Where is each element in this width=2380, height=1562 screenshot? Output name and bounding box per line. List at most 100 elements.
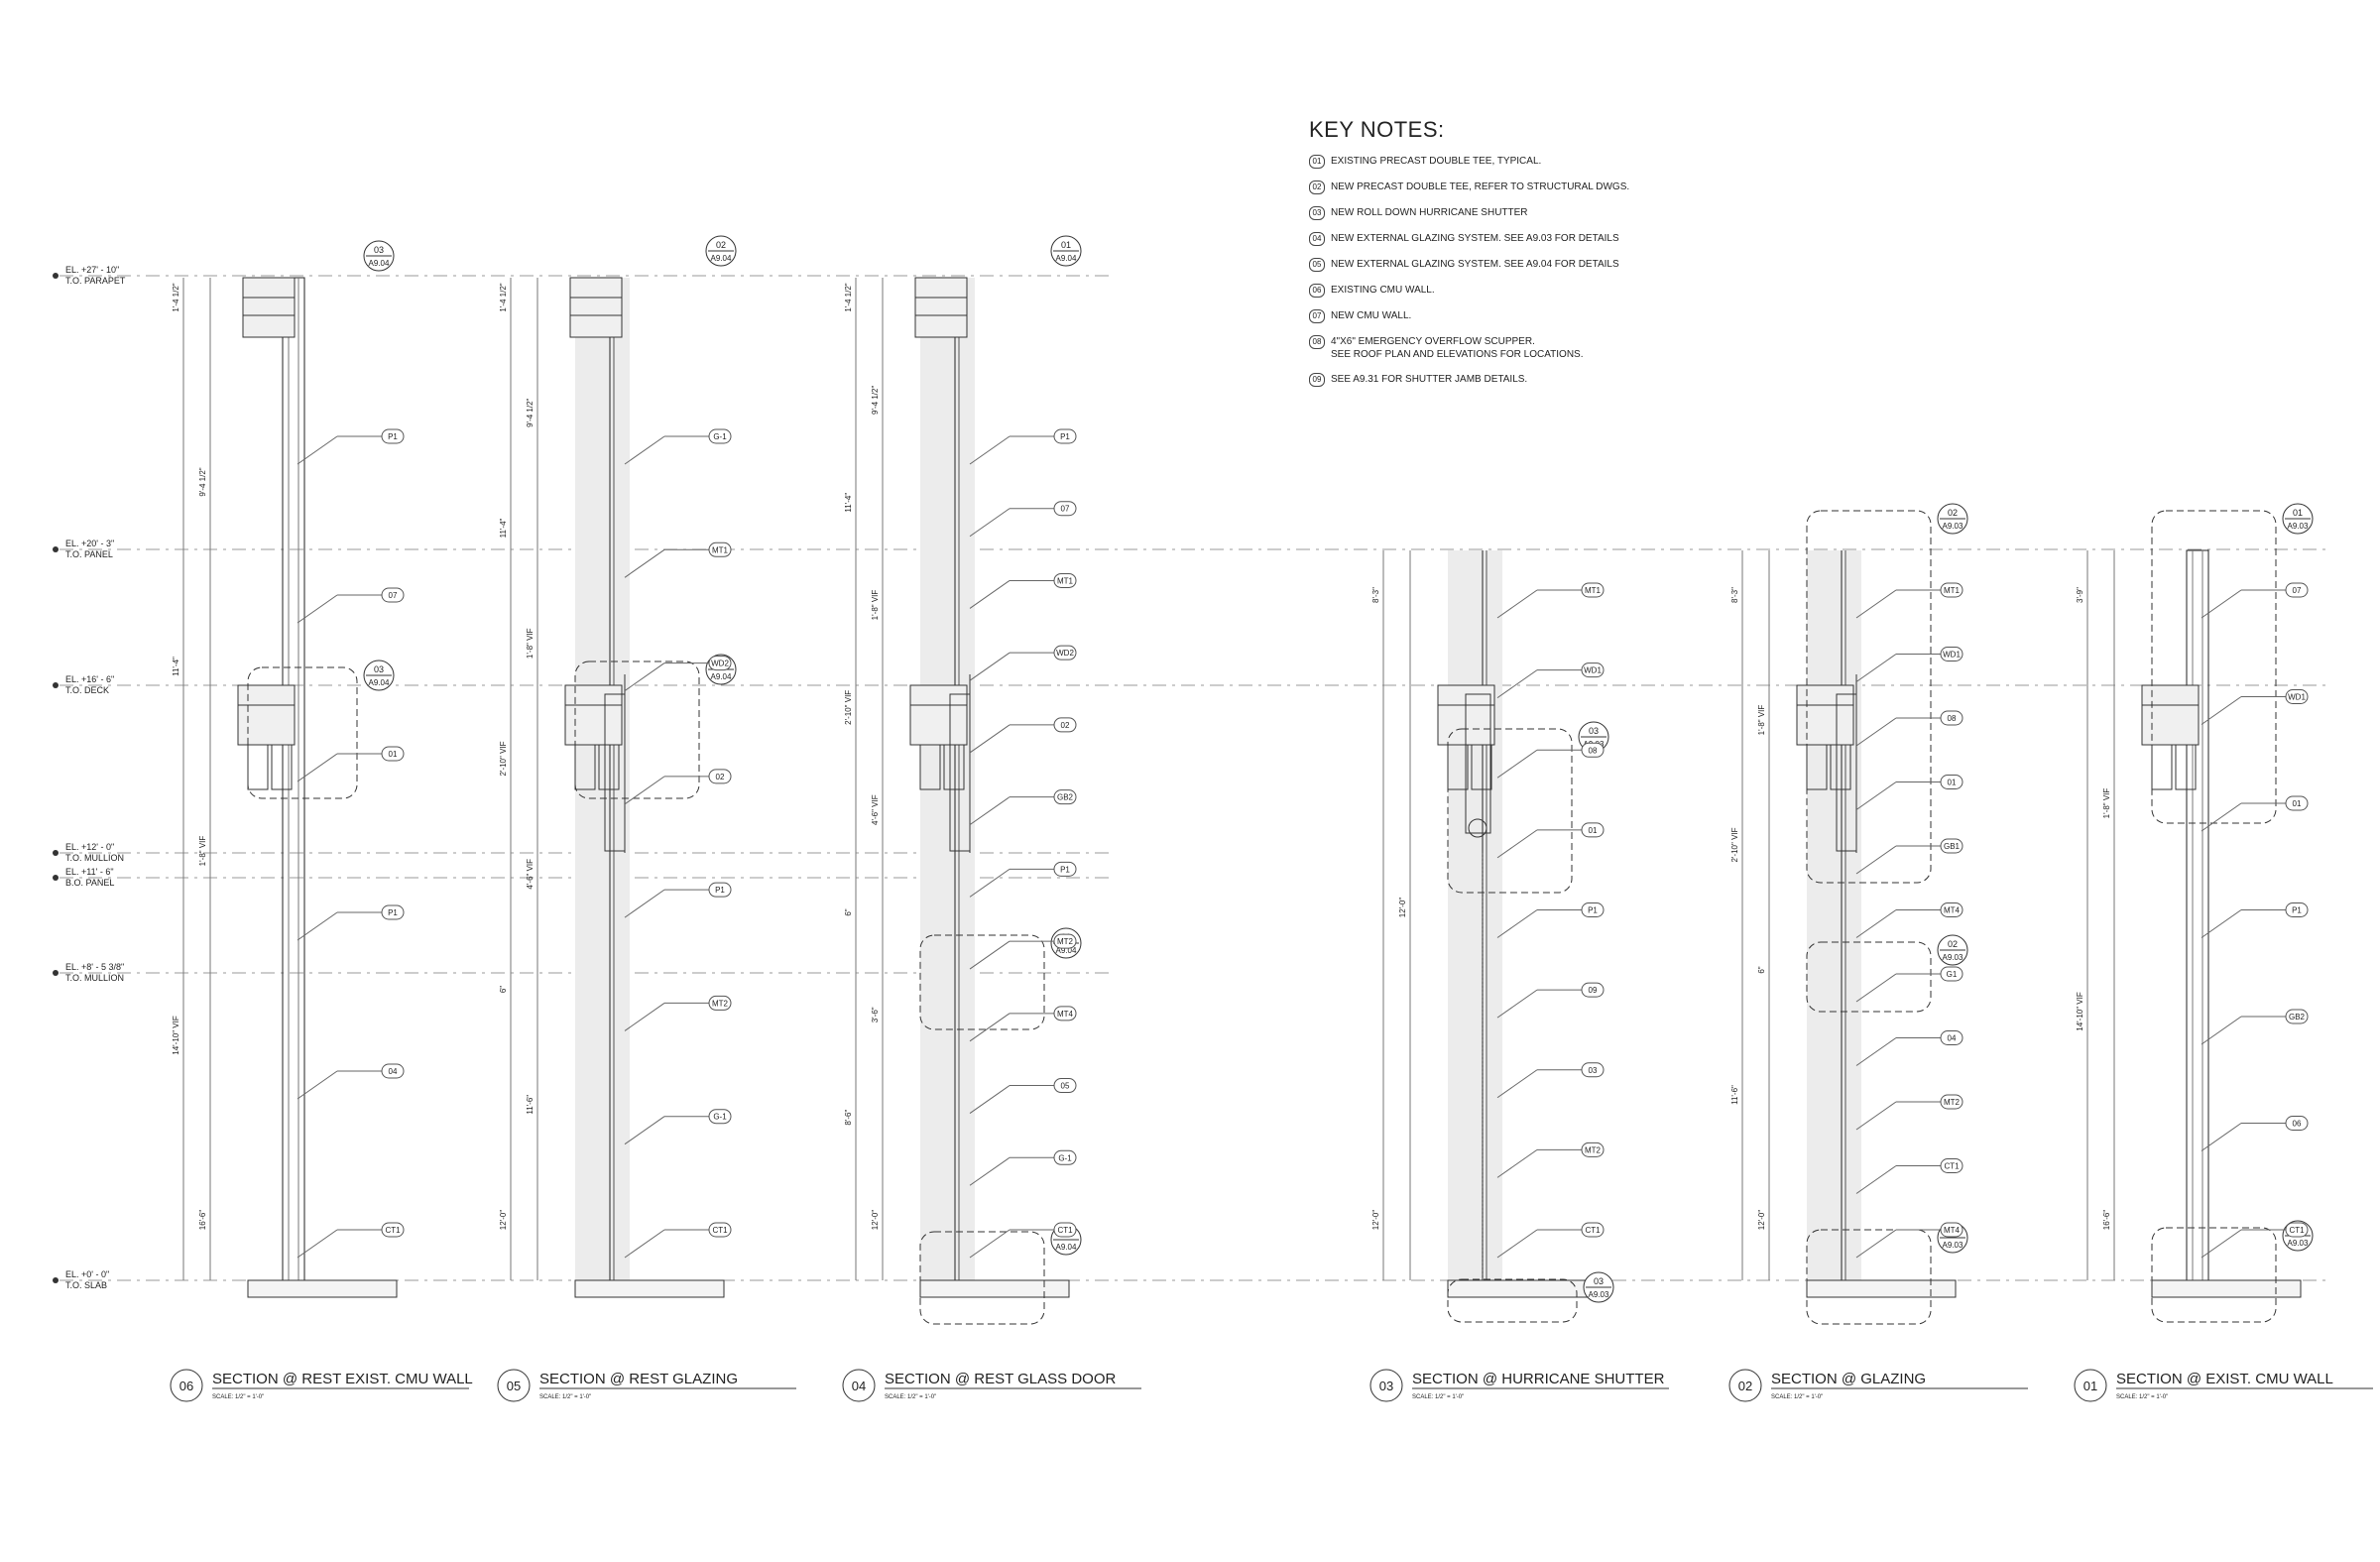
tag-leader [1855,845,1897,875]
material-tag: MT2 [969,933,1077,970]
callout-number: 03 [374,664,384,674]
level-marker-icon [53,682,59,688]
tag-bubble [1940,1030,1964,1045]
dimension-text: 1'-8" VIF [2102,788,2111,819]
dimension-text: 12'-0" [1371,1210,1380,1231]
material-tag: MT1 [1496,582,1605,619]
dimension-text: 12'-0" [871,1210,880,1231]
tag-label: G-1 [1058,1153,1072,1162]
roof-deck [2141,684,2200,746]
section-04: 01A9.0401A9.0401A9.04P107MT1WD202GB2P1MT… [842,235,1141,1402]
detail-boundary [247,666,358,799]
key-note-number: 05 [1309,258,1325,272]
tag-leader [1496,909,1538,938]
tag-bubble [1940,1158,1964,1173]
material-tag: WD2 [624,656,732,691]
tag-bubble [1581,662,1605,678]
tag-label: P1 [388,908,398,917]
tag-leader [2201,589,2242,619]
section-scale: SCALE: 1/2" = 1'-0" [212,1394,264,1400]
detail-boundary [1447,1278,1578,1323]
slab [574,1279,725,1298]
tag-label: 01 [389,750,398,759]
tag-bubble [1940,1222,1964,1238]
section-number: 02 [1738,1379,1752,1393]
tee-stem [943,744,965,790]
key-note-number: 07 [1309,309,1325,323]
tag-leader [1855,589,1897,619]
material-tag: P1 [1496,902,1605,938]
material-tag: 08 [1855,710,1964,747]
tee-stem [2151,744,2173,790]
tag-leader [297,1070,338,1100]
dimension-text: 3'-9" [2076,587,2084,603]
tag-label: MT2 [1585,1145,1602,1154]
material-tag: 07 [2201,582,2309,619]
dimension-text: 3'-6" [871,1007,880,1022]
tag-bubble [1581,1222,1605,1238]
material-tag: MT4 [1855,902,1964,938]
callout-sheet: A9.04 [369,259,390,268]
tag-bubble [2285,1222,2309,1238]
slab [247,1279,398,1298]
tag-bubble [708,769,732,784]
tag-label: MT1 [1057,576,1074,585]
dimension-text: 1'-4 1/2" [844,283,853,311]
section-number-circle [1369,1369,1403,1402]
callout-sheet: A9.03 [1943,522,1964,531]
level-marker-icon [53,970,59,976]
tag-label: WD1 [1943,651,1961,660]
material-tag: MT1 [969,572,1077,609]
parapet-deck [914,277,968,338]
tag-label: 02 [1061,721,1070,730]
level-elevation: EL. +27' - 10" [65,265,119,275]
tag-bubble [708,1109,732,1125]
tag-leader [624,1003,665,1031]
tag-label: 08 [1589,746,1598,755]
material-tag: 01 [297,746,405,782]
tag-leader [2201,1229,2242,1259]
tee-stem [598,744,620,790]
tag-label: 03 [1589,1066,1598,1075]
key-note-text: NEW ROLL DOWN HURRICANE SHUTTER [1331,207,1528,218]
material-tag: P1 [297,428,405,465]
tee-stem [1830,744,1851,790]
material-tag: MT2 [1855,1094,1964,1131]
detail-boundary [1806,510,1932,884]
tag-leader [1496,1229,1538,1259]
tag-label: WD2 [711,660,729,668]
tag-bubble [1053,501,1077,517]
tag-label: 01 [1589,826,1598,835]
tag-bubble [708,428,732,444]
tag-leader [2201,909,2242,938]
section-title: SECTION @ EXIST. CMU WALL [2116,1371,2333,1387]
roof-deck [237,684,296,746]
tag-leader [624,435,665,465]
tee-stem [2175,744,2197,790]
dimension-text: 8'-3" [1371,587,1380,603]
slab [919,1279,1070,1298]
tag-bubble [381,1063,405,1079]
tag-label: MT1 [1585,586,1602,595]
section-scale: SCALE: 1/2" = 1'-0" [539,1394,591,1400]
tag-label: CT1 [1944,1162,1960,1171]
tag-bubble [1581,1062,1605,1078]
section-scale: SCALE: 1/2" = 1'-0" [2116,1394,2168,1400]
key-note-text: NEW EXTERNAL GLAZING SYSTEM. SEE A9.03 F… [1331,233,1619,244]
dimension-text: 2'-10" VIF [844,690,853,725]
level-elevation: EL. +16' - 6" [65,674,114,684]
tag-bubble [1053,572,1077,588]
level-elevation: EL. +0' - 0" [65,1269,109,1279]
material-tag: CT1 [2201,1222,2309,1259]
material-tag: 07 [297,587,405,624]
material-tag: G1 [1855,966,1964,1003]
detail-boundary [2151,1227,2277,1323]
level-name: T.O. MULLION [65,853,124,863]
